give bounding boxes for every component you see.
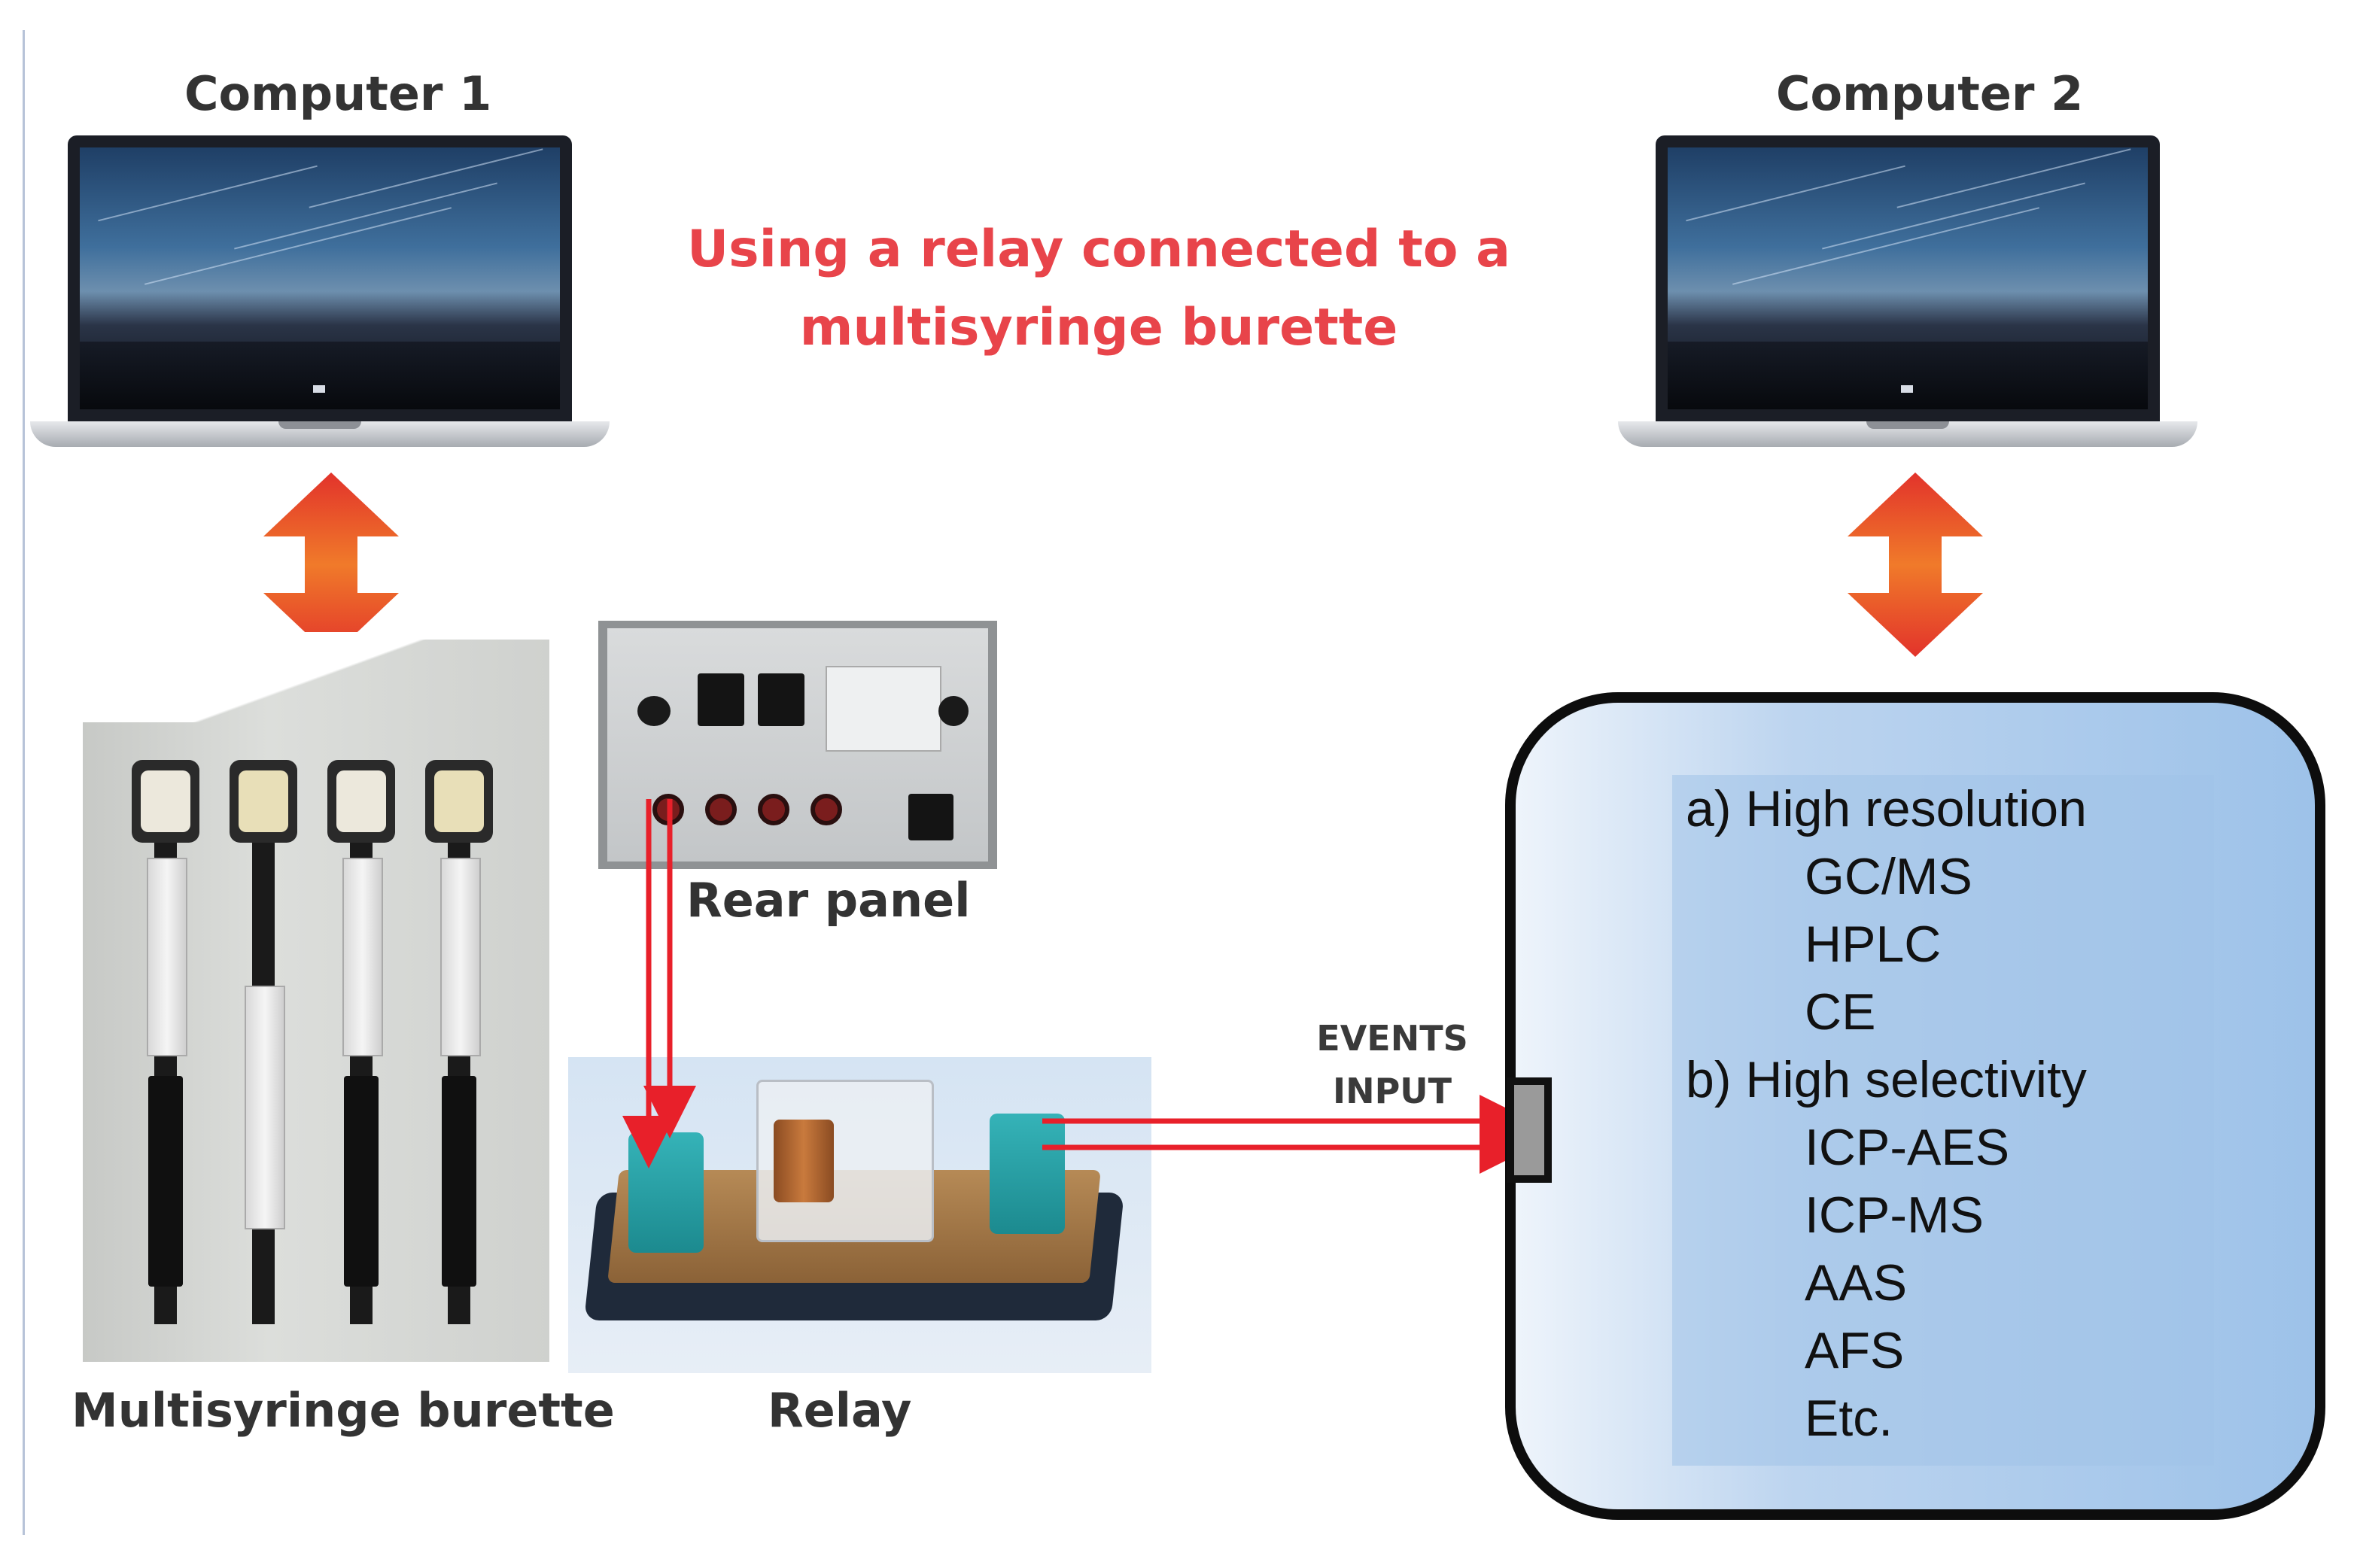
events-input-label: EVENTS INPUT	[1287, 1012, 1498, 1117]
events-label-line-2: INPUT	[1332, 1071, 1452, 1111]
rear-panel-label: Rear panel	[686, 873, 971, 928]
list-item-icp-ms: ICP-MS	[1805, 1187, 1984, 1244]
list-item-afs: AFS	[1805, 1322, 1905, 1379]
laptop-computer-2	[1618, 135, 2197, 466]
laptop-screen	[80, 147, 560, 409]
headline-line-1: Using a relay connected to a	[686, 220, 1511, 279]
relay-coil	[756, 1080, 934, 1242]
list-item-hplc: HPLC	[1805, 916, 1942, 973]
list-header-high-selectivity: b) High selectivity	[1686, 1051, 2087, 1108]
windows-logo-icon	[313, 385, 325, 393]
diagram-headline: Using a relay connected to a multisyring…	[677, 211, 1520, 367]
list-item-aas: AAS	[1805, 1254, 1908, 1311]
events-input-port	[1507, 1077, 1552, 1183]
list-item-etc: Etc.	[1805, 1390, 1893, 1447]
left-border-line	[23, 30, 25, 1535]
list-header-high-resolution: a) High resolution	[1686, 780, 2087, 837]
list-item-gc-ms: GC/MS	[1805, 848, 1972, 905]
list-item-ce: CE	[1805, 983, 1876, 1041]
computer-1-label: Computer 1	[184, 66, 492, 121]
multisyringe-burette-label: Multisyringe burette	[71, 1383, 615, 1438]
syringe-1	[132, 760, 199, 1332]
syringe-4	[425, 760, 493, 1332]
computer-2-label: Computer 2	[1776, 66, 2084, 121]
syringe-2	[230, 760, 297, 1332]
laptop-computer-1	[30, 135, 610, 466]
relay-terminal-right	[990, 1114, 1065, 1234]
double-arrow-left-icon	[263, 473, 399, 657]
technique-list-panel: a) High resolution GC/MS HPLC CE b) High…	[1672, 775, 2214, 1466]
laptop-lid	[68, 135, 572, 421]
laptop-screen	[1668, 147, 2148, 409]
multisyringe-burette-photo	[83, 632, 549, 1362]
double-arrow-right-icon	[1848, 473, 1983, 657]
laptop-lid	[1656, 135, 2160, 421]
events-label-line-1: EVENTS	[1316, 1018, 1468, 1059]
windows-logo-icon	[1901, 385, 1913, 393]
headline-line-2: multisyringe burette	[799, 298, 1398, 357]
relay-label: Relay	[768, 1383, 912, 1438]
rear-panel-photo	[598, 621, 997, 869]
syringe-3	[327, 760, 395, 1332]
list-item-icp-aes: ICP-AES	[1805, 1119, 2010, 1176]
